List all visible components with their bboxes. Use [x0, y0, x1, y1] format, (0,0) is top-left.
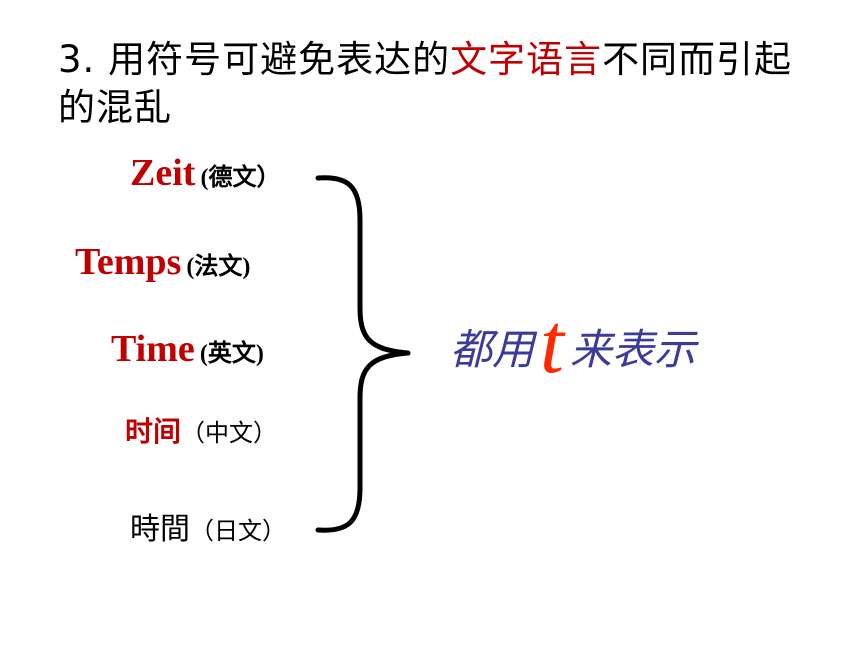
result-text-after: 来表示 — [569, 325, 696, 374]
heading-highlight: 文字语言 — [450, 38, 603, 81]
term-row-japanese: 時間（日文） — [130, 504, 286, 548]
term-english-note: (英文) — [199, 341, 264, 367]
term-row-french: Temps (法文) — [75, 240, 250, 284]
term-chinese: 时间 — [125, 415, 182, 448]
term-row-german: Zeit (德文） — [130, 151, 281, 195]
time-symbol: t — [540, 295, 564, 391]
slide-heading: 3. 用符号可避免表达的文字语言不同而引起的混乱 — [58, 36, 798, 132]
term-row-english: Time (英文) — [111, 327, 264, 371]
term-japanese: 時間 — [130, 512, 190, 547]
heading-text-end: 不同而引起的混乱 — [58, 38, 793, 129]
term-english: Time — [111, 328, 195, 370]
term-french-note: (法文) — [186, 254, 251, 280]
term-row-chinese: 时间（中文） — [125, 410, 277, 450]
heading-text-start: 3. 用符号可避免表达的 — [58, 38, 451, 81]
term-japanese-note: （日文） — [190, 517, 286, 545]
curly-brace — [315, 175, 411, 533]
term-french: Temps — [75, 241, 182, 283]
result-text-before: 都用 — [450, 325, 535, 374]
term-german-note: (德文） — [200, 165, 281, 191]
term-german: Zeit — [130, 152, 196, 194]
term-chinese-note: （中文） — [181, 419, 278, 447]
